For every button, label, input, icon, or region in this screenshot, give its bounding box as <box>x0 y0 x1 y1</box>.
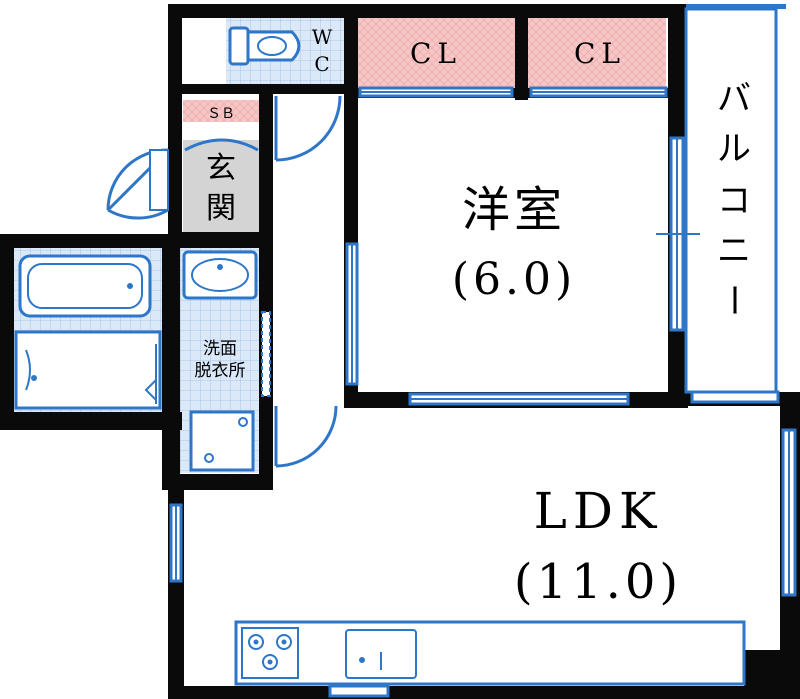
walls <box>0 4 800 699</box>
western-room-name: 洋室 <box>462 182 566 238</box>
washroom-label-line2: 脱衣所 <box>195 361 246 381</box>
balcony-outline <box>684 7 778 394</box>
balcony-label: バ ル コ ニ ー <box>713 79 753 317</box>
wc-label-line1: W <box>312 25 333 49</box>
bathtub-icon <box>14 254 162 410</box>
shoe-box-floor <box>183 100 259 122</box>
western-room-size: (6.0) <box>452 254 576 305</box>
sink-icon <box>345 629 417 679</box>
entrance-floor <box>183 140 259 232</box>
closet-1-floor <box>356 18 515 88</box>
balcony-char-2: ル <box>717 129 751 169</box>
ldk-size: (11.0) <box>514 554 682 610</box>
entrance-label-line1: 玄 <box>206 151 236 186</box>
windows <box>169 86 797 698</box>
wc-label-line2: C <box>314 52 329 76</box>
washroom-label-line1: 洗面 <box>203 339 237 359</box>
entrance-label-line2: 関 <box>206 191 236 226</box>
shoe-box-label: ＳＢ <box>207 106 235 122</box>
wash-basin-icon <box>182 250 258 300</box>
kitchen-counter <box>234 620 746 686</box>
closet-1-label: CL <box>410 37 462 70</box>
stove-icon <box>241 627 299 679</box>
balcony-char-5: ー <box>713 283 753 317</box>
toilet-icon <box>228 26 301 66</box>
doors <box>106 95 342 468</box>
balcony-char-3: コ <box>717 181 751 221</box>
closet-2-label: CL <box>574 37 626 70</box>
ldk-name: LDK <box>534 482 663 540</box>
balcony-char-1: バ <box>717 79 751 119</box>
balcony-char-4: ニ <box>717 231 751 271</box>
washing-machine-icon <box>189 410 255 472</box>
closet-2-floor <box>528 18 666 88</box>
